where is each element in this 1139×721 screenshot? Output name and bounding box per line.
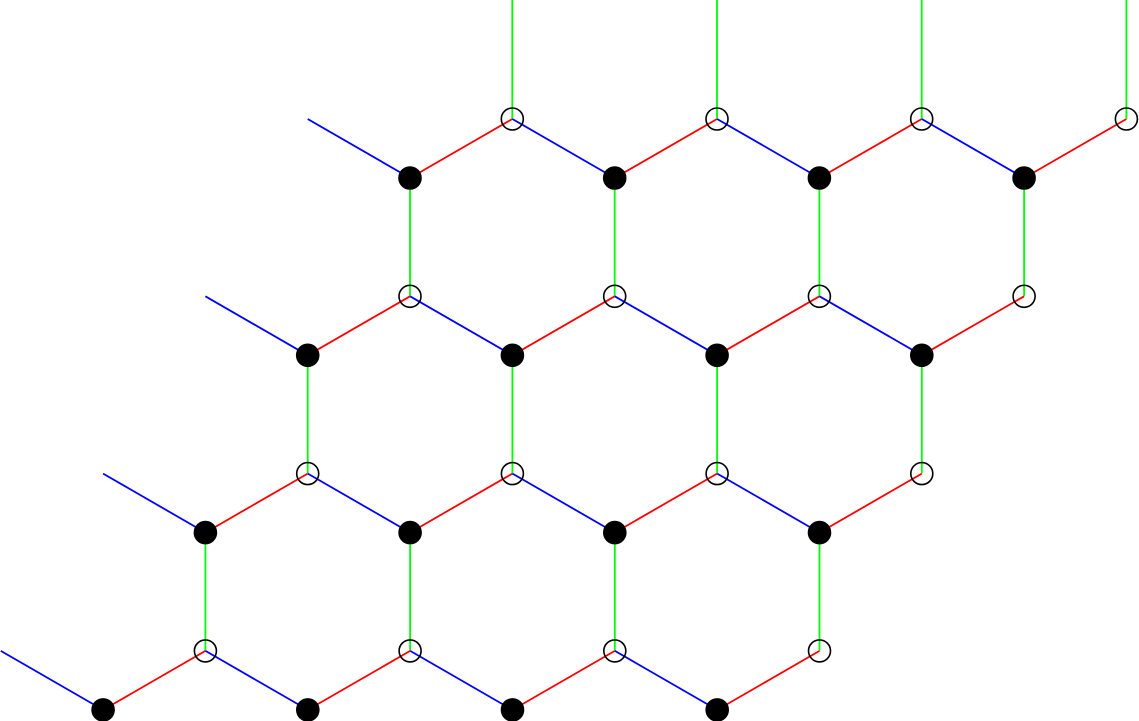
site-hollow [602, 639, 627, 663]
site-layer [91, 107, 1139, 721]
bond-blue [819, 295, 923, 357]
bond-red [614, 118, 718, 179]
bond-blue [409, 295, 513, 357]
site-hollow [909, 107, 934, 131]
site-filled [705, 698, 729, 721]
site-hollow [398, 639, 422, 663]
bond-red [102, 650, 206, 711]
site-hollow [807, 639, 832, 663]
site-hollow [705, 107, 729, 131]
bond-blue [716, 118, 820, 179]
bond-blue [614, 295, 718, 357]
site-hollow [1012, 284, 1036, 309]
bond-red [409, 118, 513, 179]
site-filled [602, 166, 627, 190]
site-filled [295, 343, 320, 368]
bond-red [409, 472, 513, 534]
bond-red [818, 118, 923, 179]
bond-red [716, 650, 820, 711]
site-filled [602, 520, 627, 545]
bond-blue [716, 472, 820, 534]
bond-red [921, 295, 1025, 357]
bond-red [614, 472, 718, 534]
site-hollow [193, 639, 218, 663]
site-filled [91, 698, 115, 721]
site-hollow [295, 461, 320, 486]
site-filled [807, 520, 832, 545]
site-hollow [602, 284, 627, 309]
bond-blue [205, 650, 309, 711]
bond-blue [409, 650, 513, 711]
site-filled [398, 520, 422, 545]
site-hollow [500, 461, 525, 486]
site-filled [296, 698, 320, 721]
site-filled [398, 166, 422, 190]
site-filled [1012, 166, 1036, 190]
site-filled [500, 698, 525, 721]
bond-blue [614, 650, 718, 711]
bond-blue [511, 118, 616, 179]
bond-red [511, 295, 616, 357]
bond-blue [204, 295, 309, 357]
bond-layer [0, 0, 1128, 711]
site-filled [705, 343, 729, 368]
bond-red [819, 472, 923, 534]
bond-blue [102, 472, 206, 534]
site-filled [193, 520, 218, 545]
bond-blue [512, 472, 616, 534]
bond-red [307, 650, 411, 711]
bond-blue [307, 118, 411, 179]
site-hollow [1114, 107, 1139, 131]
site-hollow [807, 284, 832, 309]
bond-red [307, 295, 411, 357]
site-hollow [398, 284, 422, 309]
bond-blue [921, 118, 1025, 179]
bond-red [716, 295, 820, 357]
site-hollow [705, 461, 729, 486]
site-filled [500, 343, 525, 368]
bond-blue [0, 650, 104, 711]
site-hollow [500, 107, 525, 131]
bond-blue [307, 472, 411, 534]
bond-red [204, 472, 309, 534]
site-filled [807, 166, 832, 190]
site-filled [909, 343, 934, 368]
bond-red [512, 650, 616, 711]
site-hollow [909, 461, 934, 486]
bond-red [1023, 118, 1127, 179]
